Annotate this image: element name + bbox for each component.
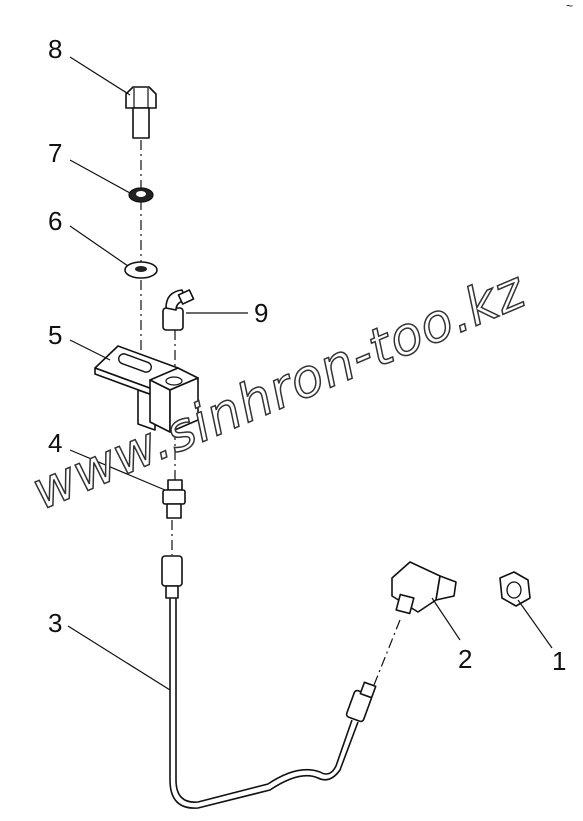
- callout-8: 8: [48, 34, 62, 64]
- pipe-part: [161, 555, 377, 809]
- callout-1: 1: [552, 646, 566, 676]
- callout-4: 4: [48, 428, 62, 458]
- leader-4: [69, 449, 166, 491]
- callout-7: 7: [48, 138, 62, 168]
- corner-mark: ~: [566, 0, 573, 13]
- flat-washer-part: [124, 261, 158, 279]
- callout-3: 3: [48, 608, 62, 638]
- leader-2: [431, 597, 461, 641]
- elbow-fitting-part: [162, 289, 195, 331]
- lower-axis-line: [371, 619, 401, 691]
- leader-8: [69, 56, 131, 96]
- nut-part: [499, 571, 531, 607]
- watermark-text: www.sinhron-too.kz: [24, 260, 535, 522]
- leader-1: [517, 599, 553, 649]
- bolt-part: [125, 86, 157, 139]
- angle-fitting-part: [391, 561, 457, 615]
- callout-5: 5: [48, 320, 62, 350]
- leader-5: [69, 339, 111, 361]
- leader-6: [69, 225, 129, 267]
- leader-3: [67, 625, 171, 691]
- callout-6: 6: [48, 206, 62, 236]
- lock-washer-part: [128, 187, 154, 203]
- bracket-part: [94, 345, 199, 433]
- straight-fitting-part: [162, 479, 186, 519]
- leader-7: [69, 159, 131, 194]
- callout-9: 9: [254, 298, 268, 328]
- callout-2: 2: [458, 644, 472, 674]
